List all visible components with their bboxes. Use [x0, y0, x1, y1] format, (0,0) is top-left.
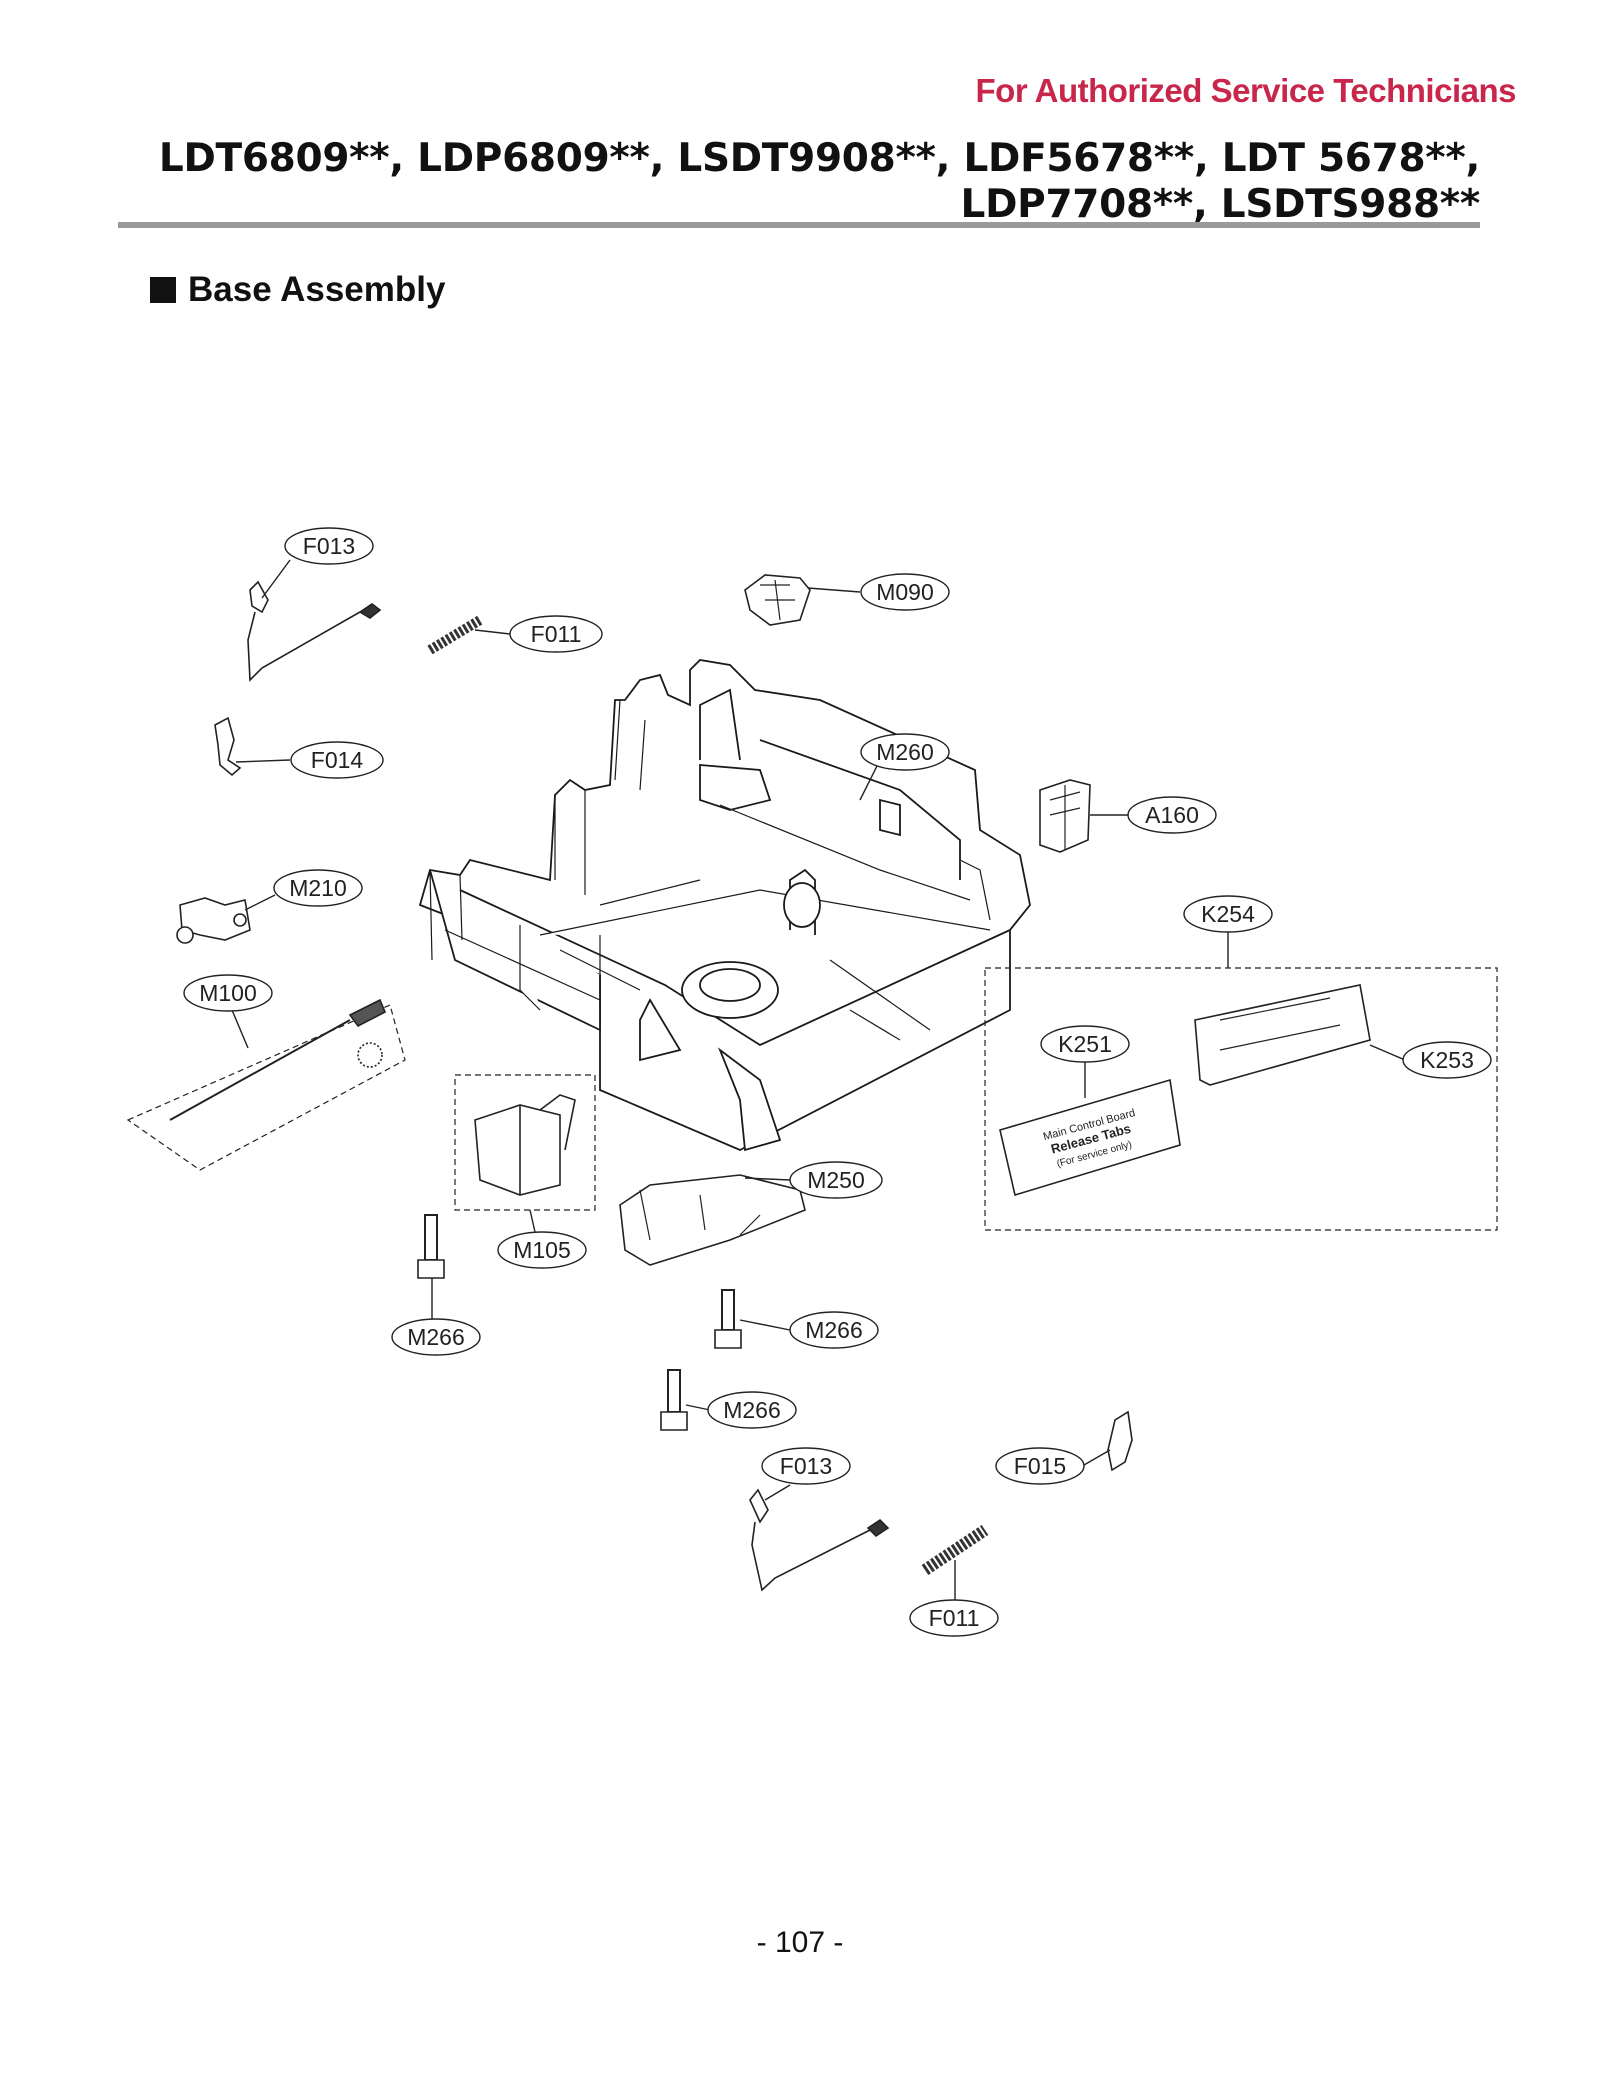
- service-technicians-banner: For Authorized Service Technicians: [975, 72, 1517, 109]
- callout-k253: K253: [1420, 1047, 1474, 1073]
- spring-part: [427, 615, 483, 655]
- callout-m105: M105: [513, 1237, 571, 1263]
- callout-m250: M250: [807, 1167, 865, 1193]
- callout-f013-top: F013: [303, 533, 355, 559]
- lever-part: [1107, 1410, 1133, 1472]
- spring-part: [921, 1525, 989, 1575]
- callout-k251: K251: [1058, 1031, 1112, 1057]
- float-switch-wire-part: [749, 1488, 890, 1592]
- callout-f013-bottom: F013: [780, 1453, 832, 1479]
- bracket-part: [454, 1074, 596, 1211]
- callout-m266-c: M266: [723, 1397, 781, 1423]
- lever-part: [214, 716, 242, 777]
- callout-f014: F014: [311, 747, 364, 773]
- control-board-group: Main Control Board Release Tabs (For ser…: [984, 967, 1498, 1231]
- float-switch-wire-part: [247, 580, 382, 682]
- callout-k254: K254: [1201, 901, 1255, 927]
- header-divider: [118, 222, 1480, 228]
- rod-part: [126, 998, 406, 1171]
- main-control-board-part: [999, 1078, 1181, 1197]
- board-housing-part: [1194, 984, 1371, 1086]
- square-bullet-icon: [150, 277, 176, 303]
- model-list: LDT6809**, LDP6809**, LSDT9908**, LDF567…: [159, 136, 1480, 228]
- callout-m260: M260: [876, 739, 934, 765]
- base-tub-part: [418, 659, 1031, 1152]
- tray-part: [619, 1174, 806, 1266]
- callout-m100: M100: [199, 980, 257, 1006]
- section-title: Base Assembly: [188, 270, 446, 309]
- valve-part: [176, 897, 251, 944]
- callout-a160: A160: [1145, 802, 1199, 828]
- model-list-line-2: LDP7708**, LSDTS988**: [960, 182, 1481, 227]
- callout-m090: M090: [876, 579, 934, 605]
- model-list-line-1: LDT6809**, LDP6809**, LSDT9908**, LDF567…: [158, 136, 1480, 181]
- callout-m210: M210: [289, 875, 347, 901]
- cap-part: [744, 574, 811, 626]
- callout-m266-a: M266: [407, 1324, 465, 1350]
- connector-part: [1039, 779, 1091, 853]
- callout-f011-bottom: F011: [929, 1605, 980, 1631]
- screw-part: [417, 1214, 742, 1431]
- callout-f015: F015: [1014, 1453, 1066, 1479]
- callout-m266-b: M266: [805, 1317, 863, 1343]
- callout-f011-top: F011: [531, 621, 582, 647]
- section-heading: Base Assembly: [150, 270, 445, 310]
- page-number: - 107 -: [756, 1926, 844, 1959]
